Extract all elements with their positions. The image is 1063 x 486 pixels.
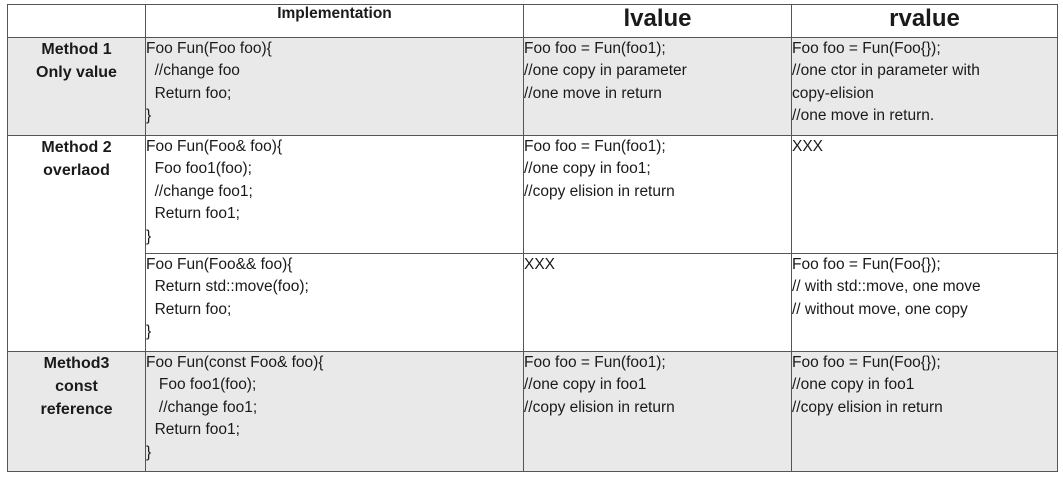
method-label-line: const <box>55 378 98 395</box>
code-line: Return foo1; <box>146 205 240 223</box>
method-2a-implementation: Foo Fun(Foo& foo){ Foo foo1(foo); //chan… <box>145 135 524 254</box>
code-line: Foo Fun(Foo foo){ <box>146 40 272 57</box>
code-line: //one copy in foo1 <box>792 376 915 394</box>
method-3-rvalue: Foo foo = Fun(Foo{}); //one copy in foo1 /… <box>791 351 1058 472</box>
code-line: Foo foo = Fun(Foo{}); <box>792 256 941 273</box>
code-line: } <box>146 323 152 341</box>
code-line: //change foo1; <box>146 182 253 200</box>
header-implementation: Implementation <box>145 4 524 38</box>
code-line: Return foo1; <box>146 421 240 439</box>
method-label-line: Method 2 <box>41 139 112 156</box>
code-line: Return foo; <box>146 300 232 318</box>
table-row-method-3: Method3 const reference Foo Fun(const Fo… <box>7 351 1058 472</box>
method-2b-lvalue: XXX <box>523 253 792 352</box>
code-line: //change foo1; <box>146 398 258 416</box>
code-line: Foo foo = Fun(foo1); <box>524 354 666 371</box>
code-line: Foo Fun(const Foo& foo){ <box>146 354 324 371</box>
method-2b-rvalue: Foo foo = Fun(Foo{});// with std::move, … <box>791 253 1058 352</box>
header-rvalue: rvalue <box>791 4 1058 38</box>
code-line: // with std::move, one move <box>792 278 981 296</box>
method-label-line: Method 1 <box>41 41 112 58</box>
method-label-line: Only value <box>36 64 117 81</box>
method-1-rvalue: Foo foo = Fun(Foo{}); //one ctor in param… <box>791 37 1058 136</box>
code-line: // without move, one copy <box>792 300 968 318</box>
code-line: copy-elision <box>792 84 874 102</box>
code-line: XXX <box>792 138 824 155</box>
header-row: Implementation lvalue rvalue <box>7 4 1058 38</box>
method-2b-implementation: Foo Fun(Foo&& foo){ Return std::move(foo… <box>145 253 524 352</box>
method-2a-rvalue: XXX <box>791 135 1058 254</box>
code-line: //one move in return <box>524 84 662 102</box>
code-line: Foo foo = Fun(foo1); <box>524 40 666 57</box>
method-2a-lvalue: Foo foo = Fun(foo1); //one copy in foo1; /… <box>523 135 792 254</box>
code-line: //copy elision in return <box>792 398 943 416</box>
code-line: //change foo <box>146 62 240 80</box>
code-line: //one copy in parameter <box>524 62 687 80</box>
method-1-implementation: Foo Fun(Foo foo){ //change foo Return fo… <box>145 37 524 136</box>
code-line: Foo foo = Fun(foo1); <box>524 138 666 155</box>
method-3-lvalue: Foo foo = Fun(foo1); //one copy in foo1 //… <box>523 351 792 472</box>
code-line: Foo foo1(foo); <box>146 160 252 178</box>
code-line: //copy elision in return <box>524 398 675 416</box>
code-line: } <box>146 443 152 461</box>
table-row-method-1: Method 1 Only value Foo Fun(Foo foo){ //… <box>7 37 1058 136</box>
code-line: Return foo; <box>146 84 232 102</box>
comparison-table: Implementation lvalue rvalue Method 1 On… <box>7 4 1058 472</box>
method-1-label: Method 1 Only value <box>7 37 146 136</box>
code-line: Return std::move(foo); <box>146 278 309 296</box>
method-label-line: reference <box>40 401 113 418</box>
method-1-lvalue: Foo foo = Fun(foo1); //one copy in parame… <box>523 37 792 136</box>
code-line: XXX <box>524 256 556 273</box>
code-line: Foo foo = Fun(Foo{}); <box>792 354 941 371</box>
header-corner-cell <box>7 4 146 38</box>
method-label-line: Method3 <box>43 355 110 372</box>
method-3-implementation: Foo Fun(const Foo& foo){ Foo foo1(foo); … <box>145 351 524 472</box>
table-row-method-2a: Method 2 overlaod Foo Fun(Foo& foo){ Foo… <box>7 135 1058 352</box>
method-2-label: Method 2 overlaod <box>7 135 146 352</box>
code-line: Foo Fun(Foo& foo){ <box>146 138 283 155</box>
code-line: Foo foo1(foo); <box>146 376 257 394</box>
code-line: //one copy in foo1; <box>524 160 651 178</box>
code-line: //one ctor in parameter with <box>792 62 980 80</box>
code-line: } <box>146 107 152 125</box>
code-line: } <box>146 227 152 245</box>
code-line: Foo Fun(Foo&& foo){ <box>146 256 293 273</box>
method-label-line: overlaod <box>43 162 110 179</box>
table-row-method-2b: Foo Fun(Foo&& foo){ Return std::move(foo… <box>8 253 1058 352</box>
method-3-label: Method3 const reference <box>7 351 146 472</box>
code-line: //one copy in foo1 <box>524 376 647 394</box>
header-lvalue: lvalue <box>523 4 792 38</box>
code-line: //one move in return. <box>792 107 935 125</box>
code-line: //copy elision in return <box>524 182 675 200</box>
code-line: Foo foo = Fun(Foo{}); <box>792 40 941 57</box>
